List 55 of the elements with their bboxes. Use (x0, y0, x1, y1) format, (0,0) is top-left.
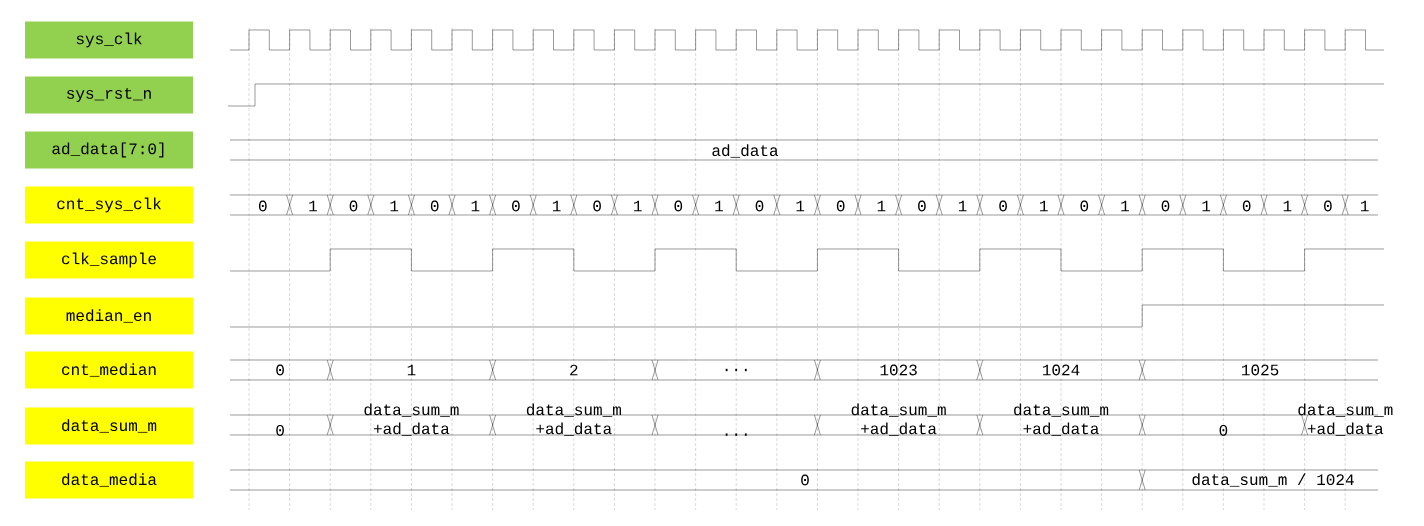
bus-value: data_sum_m +ad_data (1014, 403, 1109, 436)
bus-value: 1 (1283, 200, 1292, 212)
bus-value: 1 (634, 200, 642, 212)
bus-value: 0 (593, 200, 601, 212)
bus-value: 1 (390, 200, 399, 212)
signal-name-box: cnt_median (25, 351, 193, 389)
bus-value: 1 (309, 200, 317, 212)
bus-value: 0 (276, 424, 284, 436)
bus-value: 1 (1121, 200, 1129, 212)
bus-value: 1 (407, 364, 416, 376)
bus-value: ... (725, 433, 747, 436)
bus-value: data_sum_m +ad_data (526, 403, 621, 436)
bus-value: 0 (999, 200, 1007, 212)
bus-value: 0 (1324, 200, 1332, 212)
bus-value: 0 (259, 200, 267, 212)
bus-value: 1 (796, 200, 805, 212)
bus-value: 1 (1202, 200, 1211, 212)
bus-value: 0 (430, 200, 439, 212)
bus-value: 1025 (1242, 364, 1279, 376)
bus-value: 1 (1360, 200, 1369, 212)
bus-value: 1 (715, 200, 723, 212)
signal-name-box: ad_data[7:0] (25, 131, 193, 169)
bus-value: 0 (674, 200, 683, 212)
bus-value: 0 (276, 364, 284, 376)
bus-value: 0 (512, 200, 520, 212)
signal-name-box: data_media (25, 461, 193, 499)
signal-name-box: cnt_sys_clk (25, 186, 193, 224)
bus-value: data_sum_m +ad_data (364, 403, 459, 436)
bus-value: 1 (471, 200, 480, 212)
signal-name-box: clk_sample (25, 241, 193, 279)
bus-value: 0 (1161, 200, 1170, 212)
bus-value: 1 (958, 200, 967, 212)
bus-value: 0 (836, 200, 845, 212)
bus-value: 1 (877, 200, 886, 212)
bus-value: 1 (1040, 200, 1048, 212)
signal-name-box: sys_clk (25, 21, 193, 59)
bus-value: 2 (570, 364, 578, 376)
bus-value: ... (725, 368, 747, 372)
bus-value: 0 (918, 200, 926, 212)
bus-value: 0 (1080, 200, 1089, 212)
bus-value: 0 (1219, 424, 1228, 436)
bus-value: 1 (552, 200, 561, 212)
bus-value: 1024 (1042, 364, 1080, 376)
signal-name-box: median_en (25, 297, 193, 335)
bus-value: 1023 (880, 364, 917, 376)
bus-value: ad_data (712, 144, 779, 158)
bus-value: 0 (801, 474, 809, 486)
bus-value: 0 (755, 200, 764, 212)
signal-name-box: sys_rst_n (25, 76, 193, 114)
bus-value: data_sum_m +ad_data (1298, 403, 1393, 436)
bus-value: 0 (349, 200, 358, 212)
signal-name-box: data_sum_m (25, 407, 193, 445)
bus-value: data_sum_m / 1024 (1192, 473, 1354, 487)
bus-value: 0 (1242, 200, 1251, 212)
bus-value: data_sum_m +ad_data (851, 403, 946, 436)
